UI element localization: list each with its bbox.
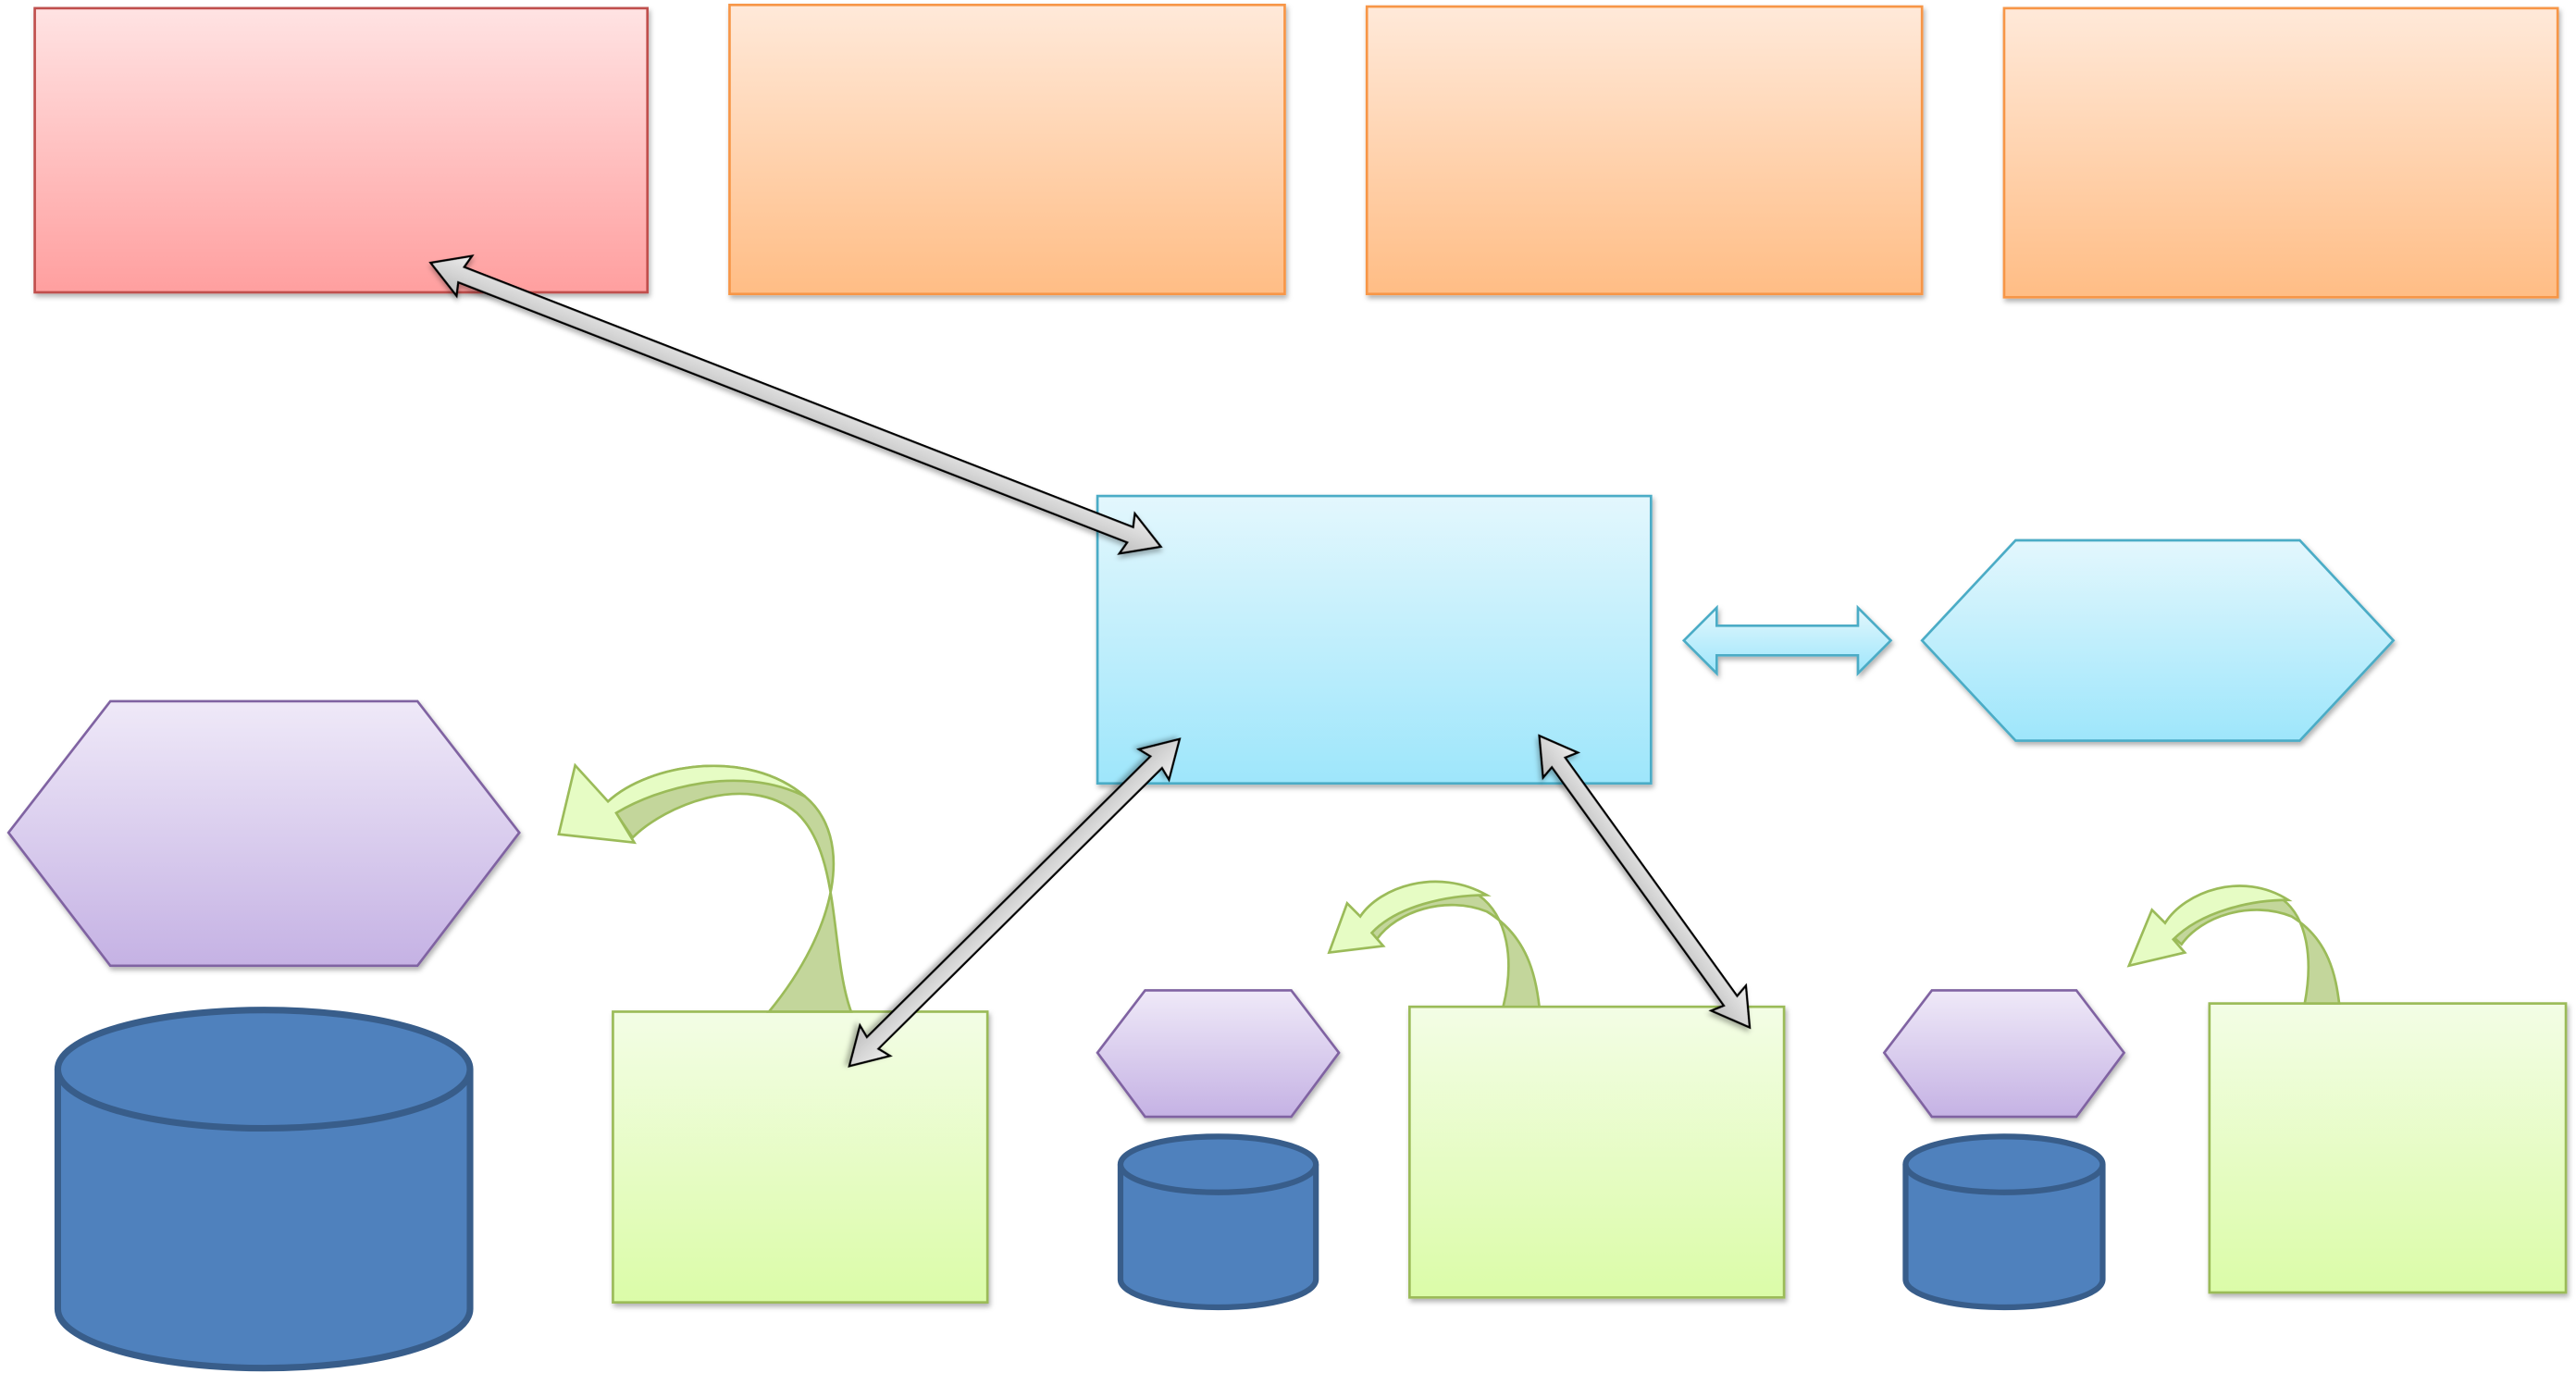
gray-double-arrow-red-to-center (428, 254, 1163, 555)
purple-hexagon-small-2 (1882, 989, 2126, 1119)
database-cylinder-small-1 (1117, 1133, 1319, 1311)
purple-hexagon-large (6, 699, 521, 968)
curved-arrow-large (557, 762, 853, 1013)
blue-hexagon (1920, 538, 2396, 742)
blue-center-box (1096, 494, 1653, 785)
green-box-2 (1408, 1005, 1786, 1299)
curved-arrow-small-1 (1327, 880, 1542, 1008)
purple-hexagon-small-1 (1096, 989, 1341, 1119)
red-box (33, 6, 650, 294)
green-box-3 (2208, 1002, 2568, 1294)
database-cylinder-large (54, 1007, 474, 1372)
blue-double-arrow (1681, 604, 1893, 677)
orange-box-1 (728, 3, 1286, 296)
gray-double-arrow-center-to-green-2 (1538, 734, 1752, 1030)
green-box-1 (612, 1010, 989, 1305)
gray-double-arrow-center-to-green-1 (848, 737, 1182, 1068)
orange-box-3 (2002, 6, 2559, 299)
orange-box-2 (1365, 5, 1924, 296)
database-cylinder-small-2 (1902, 1133, 2106, 1311)
curved-arrow-small-2 (2126, 884, 2341, 1005)
